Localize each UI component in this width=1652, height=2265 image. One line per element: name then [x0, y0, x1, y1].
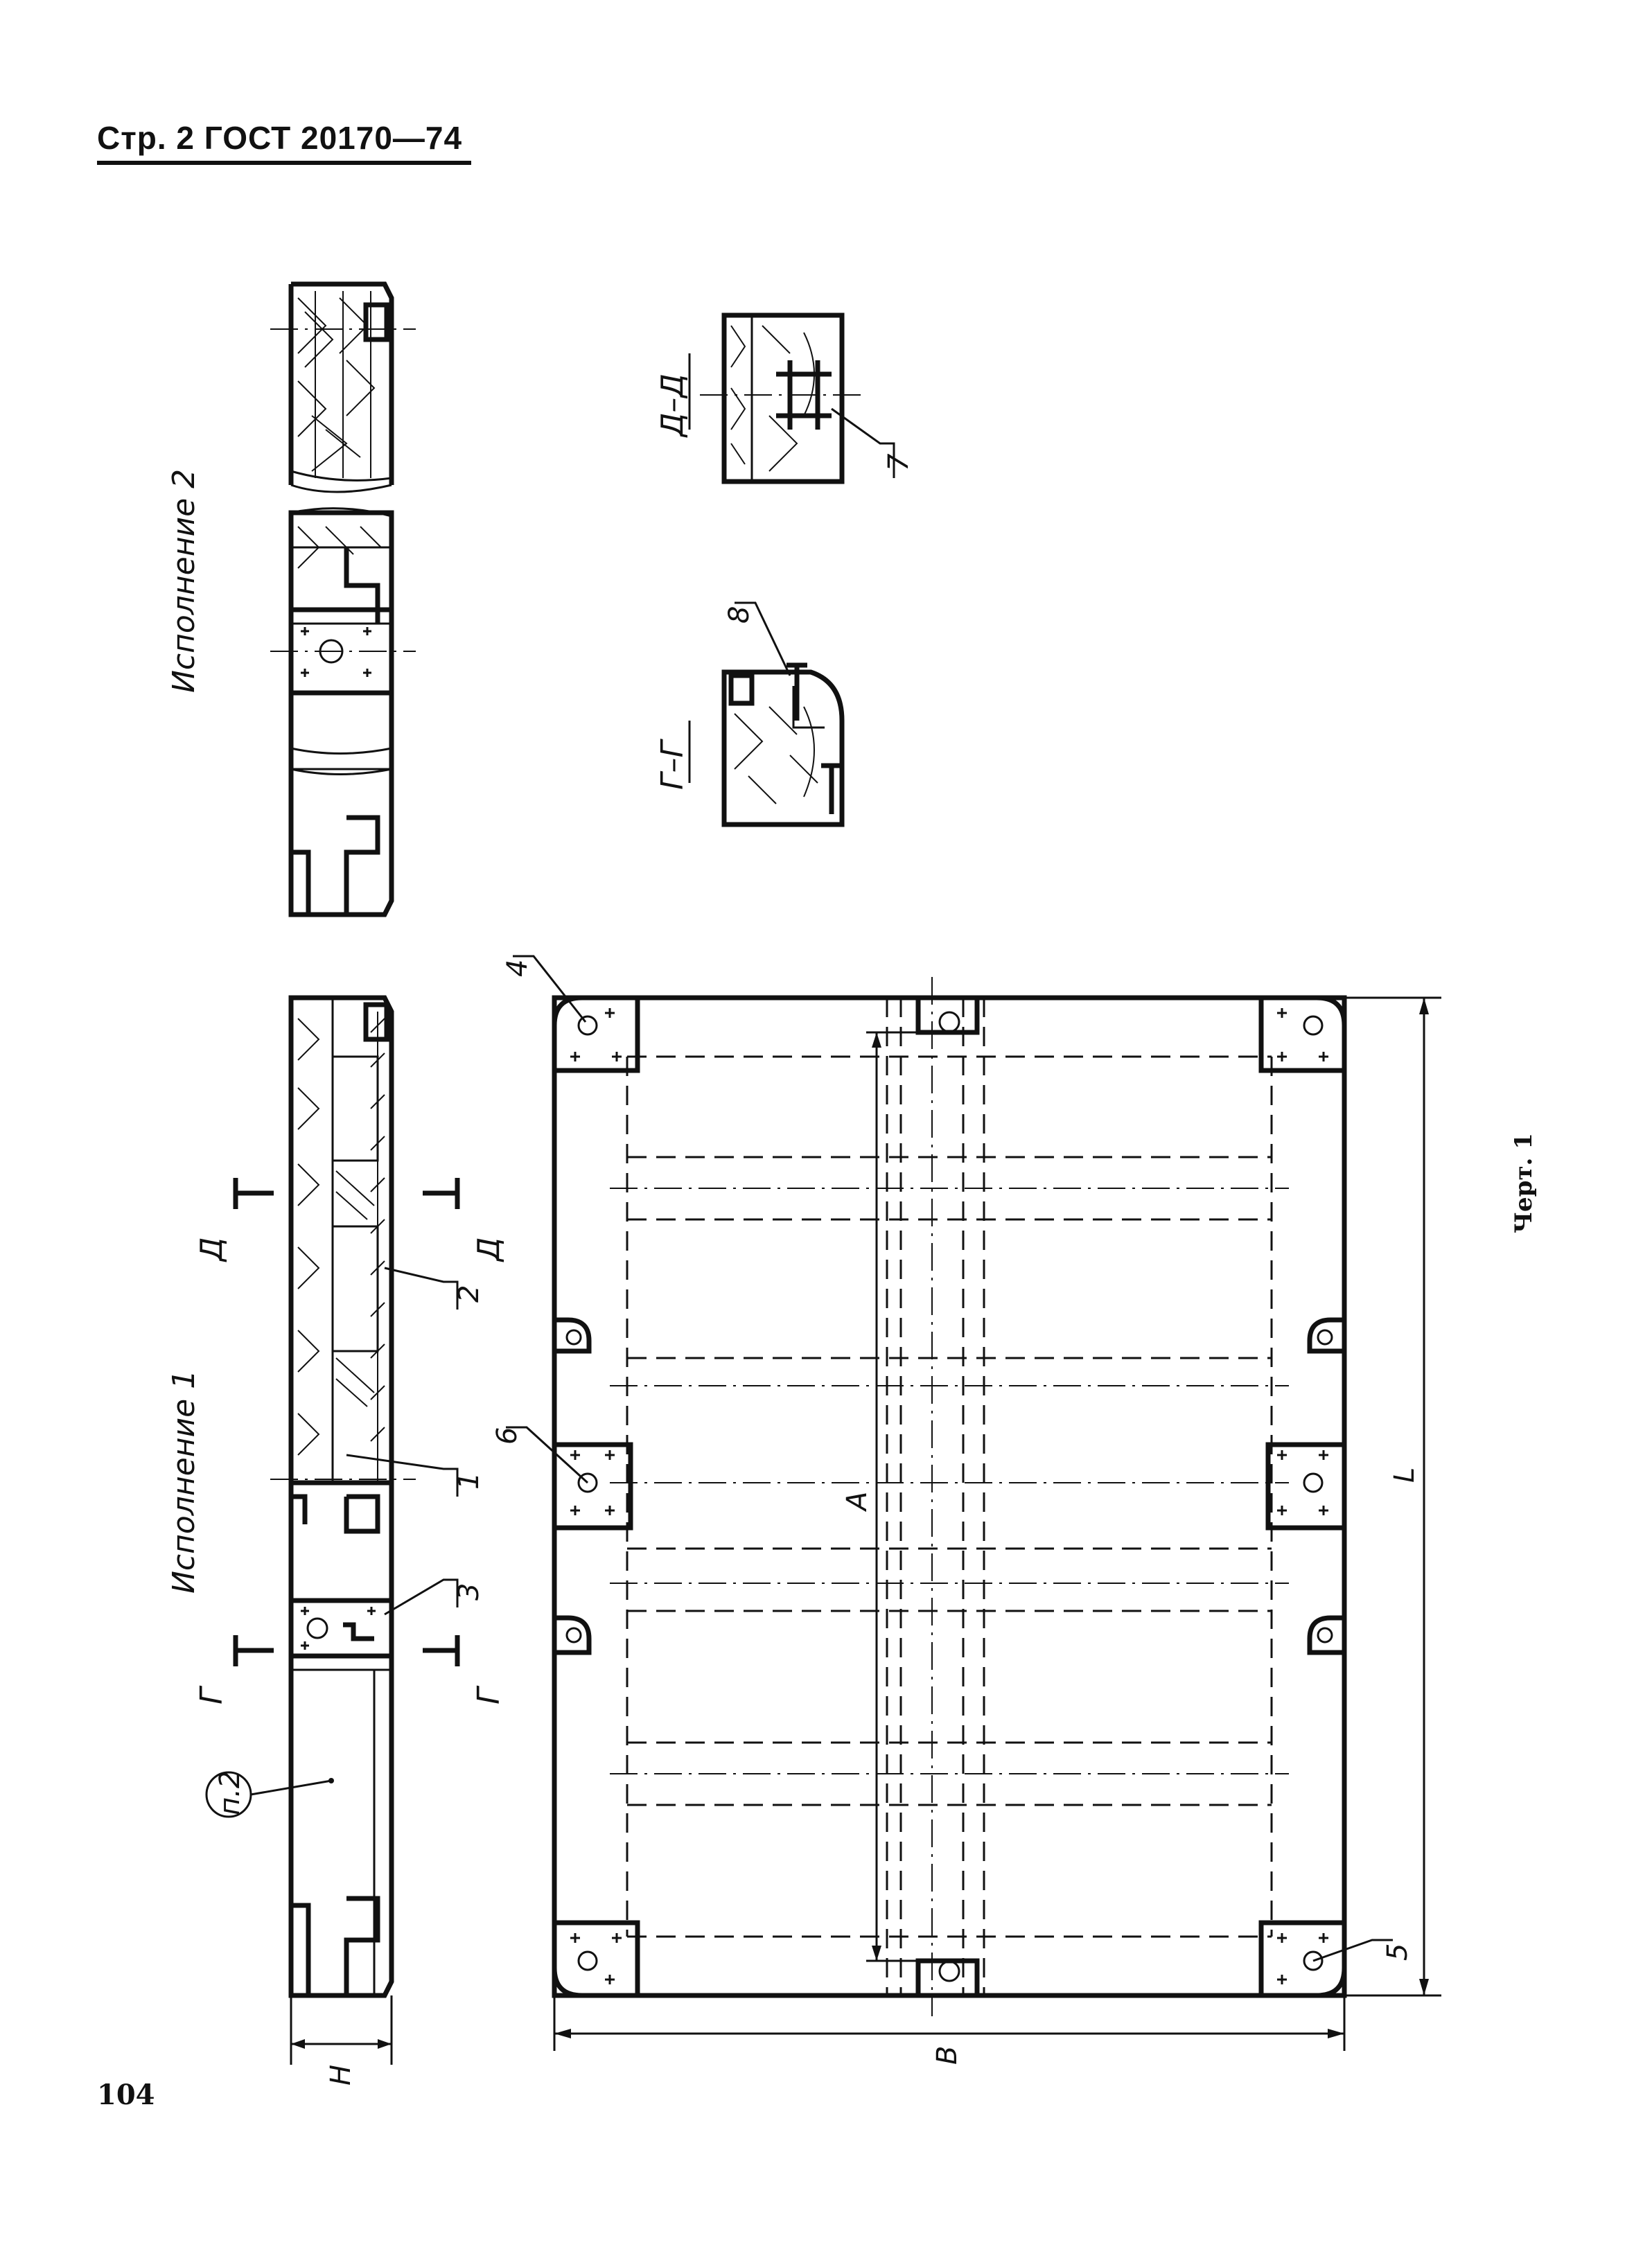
- section-dd-title: Д–Д: [655, 373, 690, 438]
- cut-d-left: Д: [194, 1237, 229, 1262]
- page-label: Стр. 2: [97, 120, 195, 156]
- corner-plate: [1258, 995, 1347, 1073]
- variant-2-title: Исполнение 2: [166, 469, 202, 693]
- figure-caption: Черт. 1: [1510, 1133, 1538, 1233]
- plan-view: 4 5 6 А В L: [491, 955, 1441, 2065]
- page-number: 104: [97, 2079, 155, 2111]
- side-plate: [1265, 1442, 1347, 1531]
- page-header: Стр. 2 ГОСТ 20170—74: [97, 119, 462, 157]
- corner-plate: [552, 995, 640, 1073]
- cut-g-left: Г: [194, 1685, 229, 1704]
- dim-l: L: [1389, 1468, 1421, 1483]
- variant-1-view: Д Д Г Г Исполнение 1 п.2 1 2 3 Н: [166, 995, 507, 2086]
- dim-b: В: [931, 2046, 963, 2065]
- side-plate: [552, 1442, 633, 1531]
- variant-2-view: Исполнение 2: [166, 281, 416, 917]
- section-dd: 7 Д–Д: [655, 312, 915, 484]
- corner-plate: [1258, 1920, 1347, 1998]
- callout-5: 5: [1382, 1944, 1414, 1961]
- corner-plate: [552, 1920, 640, 1998]
- section-gg-title: Г–Г: [655, 738, 690, 790]
- callout-7: 7: [883, 453, 915, 471]
- callout-8: 8: [723, 606, 755, 624]
- standard-number: ГОСТ 20170—74: [204, 120, 463, 156]
- dim-h: Н: [325, 2065, 357, 2086]
- section-gg: 8 Г–Г: [655, 601, 845, 827]
- callout-6: 6: [491, 1427, 523, 1445]
- note-ref: п.2: [214, 1771, 246, 1815]
- callout-3: 3: [453, 1583, 485, 1601]
- callout-2: 2: [453, 1285, 485, 1303]
- callout-1: 1: [453, 1472, 485, 1490]
- cut-d-right: Д: [471, 1237, 507, 1262]
- callout-4: 4: [502, 960, 534, 977]
- header-underline: [97, 161, 471, 165]
- dim-a: А: [841, 1492, 873, 1513]
- cut-g-right: Г: [471, 1685, 507, 1704]
- variant-1-title: Исполнение 1: [166, 1370, 202, 1594]
